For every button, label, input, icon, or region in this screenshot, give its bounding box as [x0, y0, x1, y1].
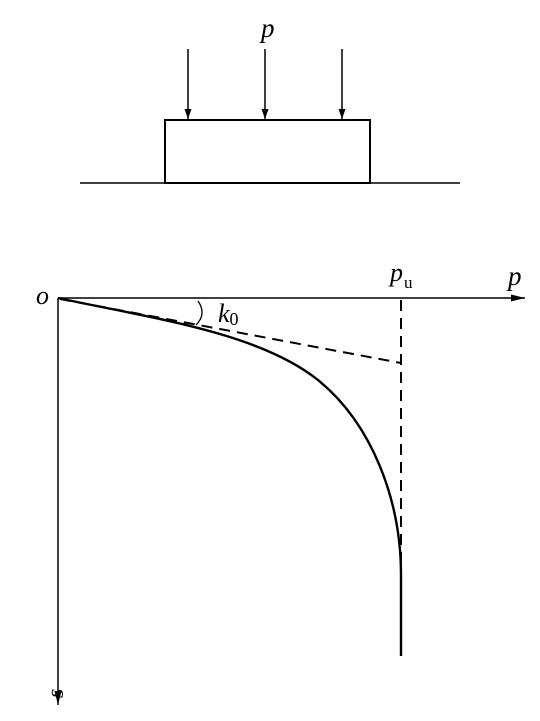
load-settlement-curve — [57, 296, 403, 656]
ultimate-load-label: pu — [388, 258, 413, 292]
ultimate-load-symbol: p — [388, 258, 403, 287]
slope-angle-arc — [195, 300, 203, 326]
initial-slope-symbol: k — [218, 299, 230, 328]
ultimate-load-subscript: u — [404, 273, 413, 292]
initial-slope-label: k0 — [218, 299, 239, 329]
origin-label: o — [36, 281, 49, 310]
load-label: p — [259, 13, 275, 43]
s-axis-label: s — [43, 689, 69, 698]
footing-block — [164, 119, 371, 184]
p-axis-label: p — [506, 261, 522, 291]
footing-sketch: p — [80, 13, 460, 184]
initial-slope-subscript: 0 — [230, 309, 239, 329]
p-s-graph: o p s pu k0 — [36, 258, 525, 705]
